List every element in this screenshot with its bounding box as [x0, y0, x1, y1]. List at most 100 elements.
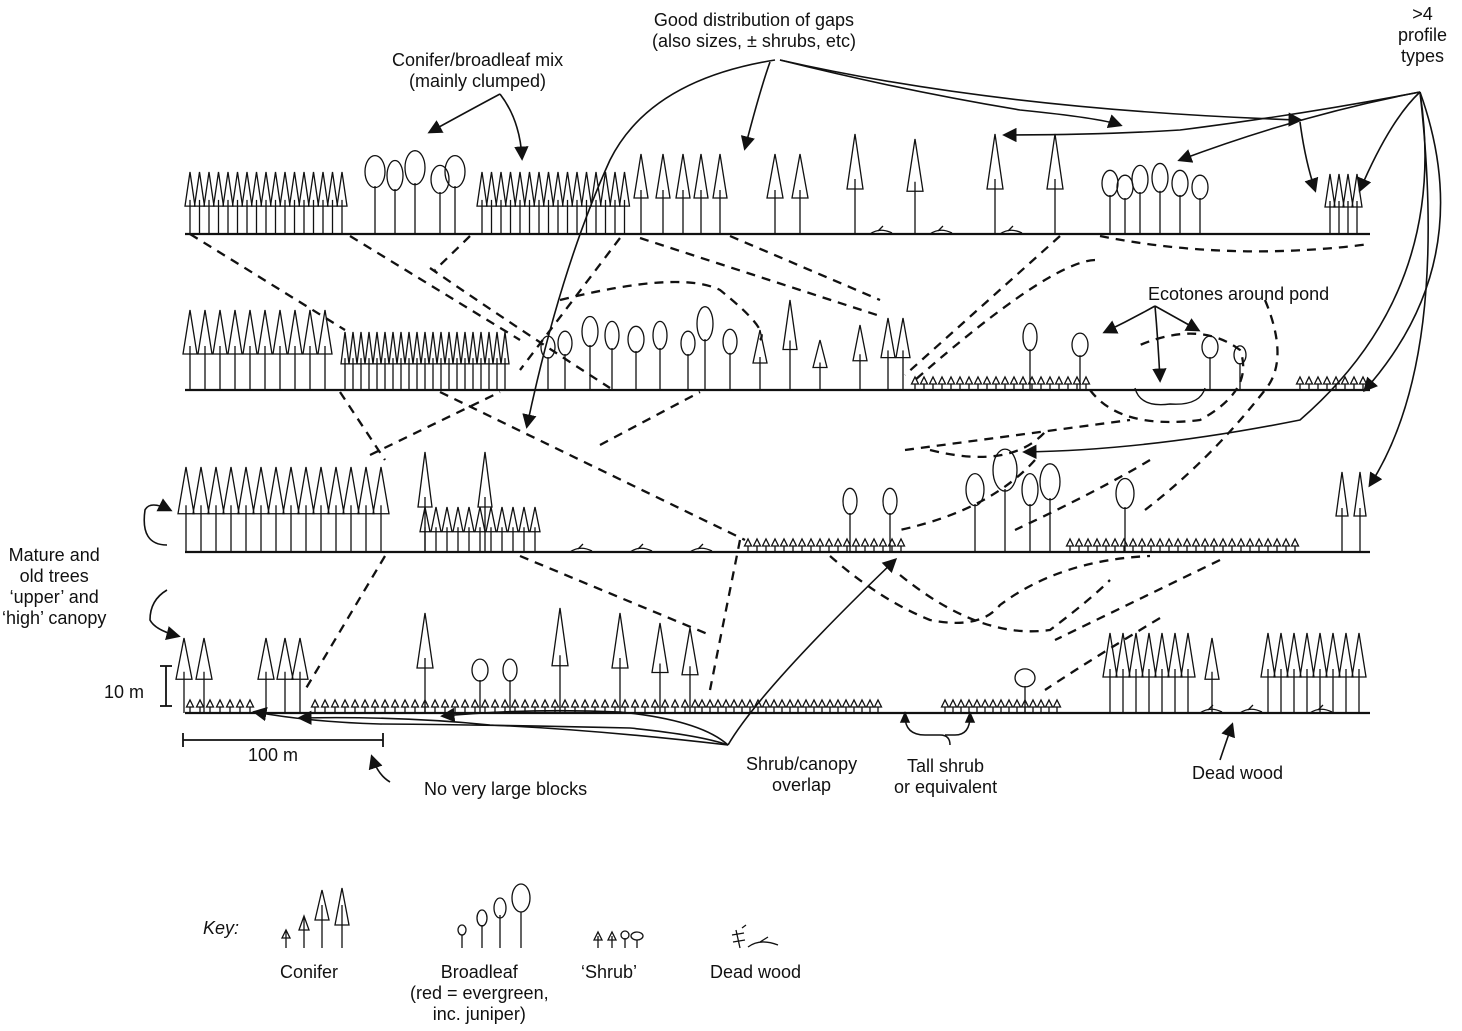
arrows: [144, 60, 1440, 782]
shrub: [462, 700, 469, 713]
conifer-tree: [252, 172, 262, 234]
shrub: [1148, 539, 1155, 552]
shrub: [1006, 700, 1013, 713]
shrub: [492, 700, 499, 713]
conifer-tree: [290, 172, 300, 234]
shrub: [1202, 539, 1209, 552]
tall-shrub-bracket: [901, 713, 974, 745]
no-large-blocks-annotation: No very large blocks: [424, 779, 587, 800]
shrub: [1211, 539, 1218, 552]
shrub-canopy-overlap-annotation: Shrub/canopyoverlap: [746, 754, 857, 796]
broadleaf-tree: [681, 331, 695, 390]
conifer-tree: [1313, 633, 1327, 713]
conifer-tree: [493, 332, 501, 390]
shrub: [352, 700, 359, 713]
broadleaf-tree: [1117, 175, 1133, 234]
shrub: [1014, 700, 1021, 713]
conifer-tree: [506, 172, 516, 234]
conifer-tree: [193, 467, 209, 552]
conifer-tree: [271, 172, 281, 234]
dead-wood: [1200, 705, 1222, 713]
shrub: [948, 377, 955, 390]
conifer-tree: [417, 613, 433, 713]
conifer-tree: [1352, 633, 1366, 713]
shrub: [322, 700, 329, 713]
shrub: [808, 539, 815, 552]
shrub: [982, 700, 989, 713]
shrub: [207, 700, 214, 713]
broadleaf-tree: [387, 161, 403, 235]
shrub: [745, 539, 752, 552]
dead-wood: [1240, 705, 1262, 713]
shrub: [1283, 539, 1290, 552]
conifer-tree: [612, 613, 628, 713]
conifer-tree: [328, 467, 344, 552]
conifer-tree: [214, 172, 224, 234]
dead-wood: [630, 544, 652, 552]
dead-wood-annotation: Dead wood: [1192, 763, 1283, 784]
conifer-tree: [243, 310, 257, 390]
conifer-tree: [1334, 174, 1344, 234]
shrub: [723, 700, 730, 713]
dead-wood: [870, 226, 892, 234]
shrub: [862, 539, 869, 552]
ecotones-annotation: Ecotones around pond: [1148, 284, 1329, 305]
conifer-tree: [853, 325, 867, 390]
conifer-tree: [242, 172, 252, 234]
conifer-tree: [343, 467, 359, 552]
conifer-tree: [365, 332, 373, 390]
shrub: [217, 700, 224, 713]
shrub: [781, 539, 788, 552]
shrub: [966, 377, 973, 390]
conifer-tree: [1181, 633, 1195, 713]
shrub: [699, 700, 706, 713]
conifer-tree: [309, 172, 319, 234]
conifer-tree: [501, 332, 509, 390]
conifer-tree: [563, 172, 573, 234]
conifer-tree: [552, 608, 568, 713]
broadleaf-tree: [431, 165, 449, 234]
conifer-tree: [525, 172, 535, 234]
shrub: [867, 700, 874, 713]
shrub: [739, 700, 746, 713]
conifer-tree: [486, 507, 496, 552]
shrub: [1166, 539, 1173, 552]
conifer-tree: [544, 172, 554, 234]
conifer-tree: [487, 172, 497, 234]
conifer-tree: [208, 467, 224, 552]
shrub: [1020, 377, 1027, 390]
conifer-tree: [1343, 174, 1353, 234]
conifer-tree: [1287, 633, 1301, 713]
shrub: [715, 700, 722, 713]
shrub: [950, 700, 957, 713]
conifer-tree: [515, 172, 525, 234]
shrub: [853, 539, 860, 552]
conifer-tree: [233, 172, 243, 234]
conifer-tree: [453, 332, 461, 390]
conifer-tree: [1354, 472, 1366, 552]
shrub: [1193, 539, 1200, 552]
key-conifer-label: Conifer: [280, 962, 338, 983]
conifer-tree: [907, 139, 923, 234]
broadleaf-tree: [1102, 170, 1118, 234]
shrub: [1184, 539, 1191, 552]
conifer-tree: [1155, 633, 1169, 713]
shrub: [1103, 539, 1110, 552]
shrub: [1046, 700, 1053, 713]
ground-lines: [185, 234, 1370, 713]
shrub: [1076, 539, 1083, 552]
broadleaf-tree: [365, 156, 385, 234]
conifer-tree: [238, 467, 254, 552]
broadleaf-tree: [605, 321, 619, 390]
conifer-tree: [280, 172, 290, 234]
conifer-tree: [228, 310, 242, 390]
distance-scale-label: 100 m: [248, 745, 298, 766]
broadleaf-tree: [445, 156, 465, 234]
shrub: [1094, 539, 1101, 552]
shrub: [1112, 539, 1119, 552]
conifer-tree: [213, 310, 227, 390]
dead-wood: [1310, 705, 1332, 713]
conifer-tree: [261, 172, 271, 234]
shrub: [362, 700, 369, 713]
